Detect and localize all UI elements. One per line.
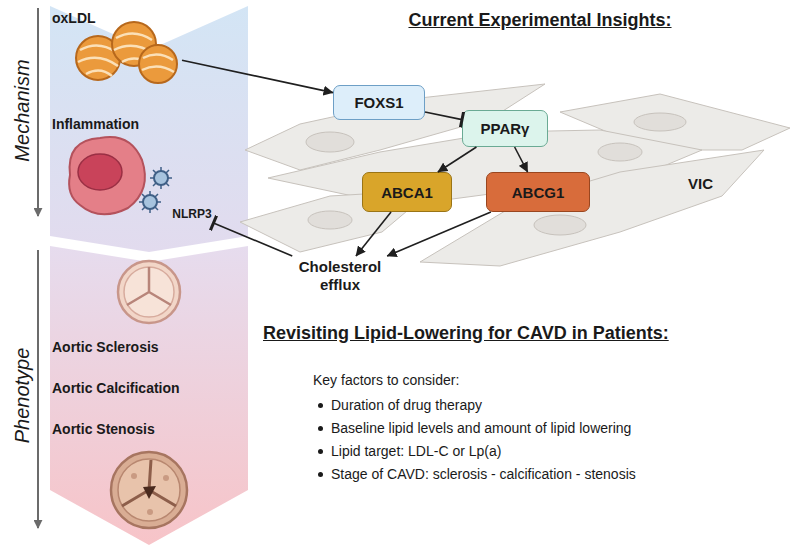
node-content: Cholesterol efflux	[292, 258, 388, 294]
vic-cell	[420, 150, 764, 266]
calcific-nodule	[147, 509, 153, 515]
valve-leaflets	[124, 267, 174, 317]
ldl-stripe	[142, 54, 174, 72]
oxldl-particles	[76, 22, 177, 83]
node-label: ABCG1	[512, 184, 565, 201]
vic-cells	[240, 84, 790, 266]
inhibition-connector	[425, 112, 462, 120]
inflammasome-spikes	[139, 191, 161, 213]
node-label: oxLDL	[52, 10, 96, 26]
list-intro: Key factors to consider:	[313, 372, 613, 388]
process-box: PPARγ	[462, 110, 548, 147]
bullet-dot	[318, 472, 323, 477]
valve-ring	[118, 261, 180, 323]
valve-commissures	[127, 267, 171, 305]
bullet-item: Baseline lipid levels and amount of lipi…	[331, 420, 771, 436]
node-label: PPARγ	[481, 120, 530, 137]
bullet-dot	[318, 403, 323, 408]
arrow-connector	[182, 60, 333, 92]
axis-label: Phenotype	[11, 336, 34, 456]
node-content: PPARγ	[481, 120, 530, 137]
node-content: ABCG1	[512, 184, 565, 201]
inhibition-connector	[213, 223, 292, 256]
stage-label: Inflammation	[52, 116, 172, 132]
arrow-connector	[515, 147, 528, 172]
bullet-item: Stage of CAVD: sclerosis - calcification…	[331, 466, 771, 482]
phenotype-label: Aortic Stenosis	[52, 421, 242, 437]
vic-nucleus	[534, 215, 586, 235]
node-label: FOXS1	[354, 94, 403, 111]
oxldl-node: oxLDL	[50, 6, 182, 86]
mechanism-band	[50, 6, 248, 252]
cell-body	[69, 137, 145, 214]
process-box: FOXS1	[333, 85, 425, 120]
vic-nucleus	[306, 132, 354, 152]
node-label: Cholesterol efflux	[292, 258, 388, 294]
valve-leaflets	[118, 459, 180, 521]
phenotype-band	[50, 246, 248, 545]
bullet-item: Lipid target: LDL-C or Lp(a)	[331, 443, 771, 459]
node-content: NLRP3	[172, 207, 211, 221]
phenotype-label: Aortic Calcification	[52, 380, 242, 396]
process-box: ABCG1	[486, 172, 590, 212]
node-content: ABCA1	[381, 184, 433, 201]
bullet-dot	[318, 449, 323, 454]
valve-commissures	[122, 460, 176, 506]
nlrp3-node: NLRP3	[166, 205, 218, 223]
vic-nucleus	[634, 113, 686, 131]
arrow-connector	[438, 147, 477, 172]
node-content: oxLDL	[52, 10, 96, 26]
healthy-valve	[118, 261, 180, 323]
outcome-text-node: Cholesterol efflux	[292, 256, 388, 296]
stenotic-valve	[111, 452, 187, 528]
cell-label: VIC	[688, 175, 738, 192]
inflammasome-spikes	[150, 167, 172, 189]
node-content: FOXS1	[354, 94, 403, 111]
axis-label: Mechanism	[11, 51, 34, 171]
node-label: ABCA1	[381, 184, 433, 201]
narrow-orifice	[143, 486, 156, 499]
axis-arrow	[37, 8, 39, 216]
section-heading: Revisiting Lipid-Lowering for CAVD in Pa…	[263, 323, 793, 344]
vic-nucleus	[598, 143, 642, 161]
axis-arrow	[37, 250, 39, 528]
process-box: ABCA1	[362, 172, 452, 212]
arrow-connector	[387, 212, 491, 256]
ldl-particle	[139, 45, 177, 83]
macrophage-cell	[69, 137, 172, 214]
bullet-dot	[318, 426, 323, 431]
calcific-nodule	[163, 475, 169, 481]
node-label: NLRP3	[172, 207, 211, 221]
vic-nucleus	[308, 211, 352, 229]
inflammasome	[143, 195, 157, 209]
inflammasome	[154, 171, 168, 185]
arrow-connector	[356, 212, 391, 256]
bullet-item: Duration of drug therapy	[331, 397, 771, 413]
cell-nucleus	[78, 154, 122, 190]
phenotype-label: Aortic Sclerosis	[52, 339, 242, 355]
calcific-nodule	[131, 473, 137, 479]
valve-ring	[111, 452, 187, 528]
section-heading: Current Experimental Insights:	[300, 10, 780, 31]
